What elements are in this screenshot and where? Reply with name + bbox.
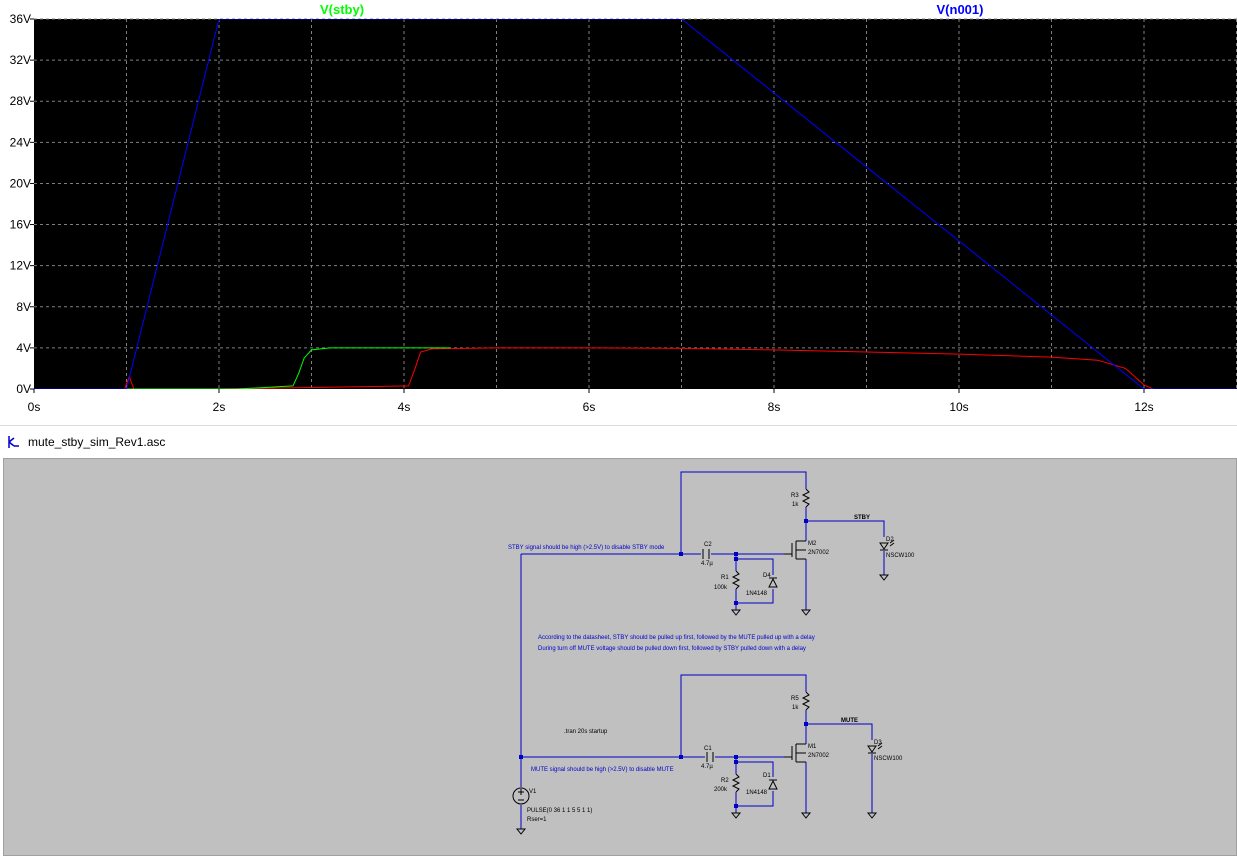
axis-ticks: 0V 4V 8V 12V 16V 20V 24V 28V 32V 36V 0s 2s 4s 6s 8s 10s… (10, 12, 1154, 414)
y-tick-label: 16V (10, 218, 31, 232)
label-d3-value: NSCW100 (874, 756, 903, 762)
trace-label-v-stby[interactable]: V(stby) (320, 2, 364, 17)
comment-stby: STBY signal should be high (>2.5V) to di… (508, 545, 665, 551)
led-d2 (879, 542, 889, 550)
label-r1: R1 (721, 575, 729, 581)
spice-directive: .tran 20s startup (564, 729, 608, 735)
label-r5: R5 (791, 696, 799, 702)
label-v1-value: PULSE(0 36 1 1 5 5 1 1) (527, 808, 592, 814)
components (512, 488, 895, 835)
label-c2-value: 4.7µ (701, 561, 713, 567)
label-d4-value: 1N4148 (746, 591, 768, 597)
label-v1: V1 (529, 789, 537, 795)
resistor-r3 (801, 488, 811, 508)
y-tick-label: 24V (10, 135, 31, 149)
waveform-plot[interactable]: 0V 4V 8V 12V 16V 20V 24V 28V 32V 36V 0s 2s 4s 6s 8s 10s… (0, 0, 1237, 415)
wires (520, 471, 885, 829)
schematic-titlebar[interactable]: mute_stby_sim_Rev1.asc (0, 426, 1237, 457)
plot-area[interactable] (34, 19, 1237, 389)
label-r2-value: 200k (714, 787, 728, 793)
ground-symbol (800, 609, 812, 616)
ground-symbol (866, 812, 878, 819)
label-r3-value: 1k (792, 502, 799, 508)
label-m2: M2 (808, 541, 817, 547)
label-c1: C1 (704, 746, 712, 752)
net-label-stby: STBY (854, 515, 870, 521)
label-c2: C2 (704, 542, 712, 548)
label-d1: D1 (763, 773, 771, 779)
waveform-plot-pane[interactable]: 0V 4V 8V 12V 16V 20V 24V 28V 32V 36V 0s 2s 4s 6s 8s 10s… (0, 0, 1237, 415)
pane-splitter[interactable] (0, 415, 1237, 426)
schematic-title: mute_stby_sim_Rev1.asc (28, 434, 166, 449)
ground-symbol (800, 812, 812, 819)
resistor-r5 (801, 691, 811, 711)
schematic-text: STBY signal should be high (>2.5V) to di… (508, 493, 915, 823)
label-d2-value: NSCW100 (886, 553, 915, 559)
comment-mute: MUTE signal should be high (>2.5V) to di… (531, 767, 674, 773)
schematic-window: mute_stby_sim_Rev1.asc (0, 426, 1237, 857)
label-c1-value: 4.7µ (701, 764, 713, 770)
ground-symbol (878, 574, 890, 581)
comment-note-1: According to the datasheet, STBY should … (538, 635, 815, 641)
label-d2: D2 (886, 537, 894, 543)
label-r3: R3 (791, 493, 799, 499)
y-tick-label: 28V (10, 94, 31, 108)
y-tick-label: 20V (10, 176, 31, 190)
schematic-drawing[interactable]: STBY signal should be high (>2.5V) to di… (4, 459, 1236, 855)
label-m1-value: 2N7002 (808, 753, 830, 759)
y-tick-label: 12V (10, 259, 31, 273)
schematic-icon (8, 435, 19, 448)
label-v1-rser: Rser=1 (527, 817, 547, 823)
label-d1-value: 1N4148 (746, 790, 768, 796)
ground-symbol (515, 828, 527, 835)
label-d4: D4 (763, 573, 771, 579)
diode-d1 (768, 779, 778, 790)
label-m2-value: 2N7002 (808, 550, 830, 556)
y-tick-label: 0V (16, 382, 31, 396)
led-d3 (867, 745, 877, 753)
diode-d4 (768, 577, 778, 588)
junctions (519, 519, 808, 808)
trace-v-stby (34, 347, 451, 389)
label-r2: R2 (721, 778, 729, 784)
comment-note-2: During turn off MUTE voltage should be p… (538, 646, 806, 652)
x-tick-label: 2s (213, 400, 226, 414)
y-tick-label: 4V (16, 341, 31, 355)
net-label-mute: MUTE (841, 718, 858, 724)
y-tick-label: 8V (16, 300, 31, 314)
y-tick-label: 36V (10, 12, 31, 26)
x-tick-label: 10s (949, 400, 968, 414)
resistor-r1 (731, 570, 741, 590)
x-tick-label: 12s (1134, 400, 1153, 414)
x-tick-label: 0s (28, 400, 41, 414)
ground-symbol (730, 609, 742, 616)
voltage-source-v1 (512, 787, 530, 805)
mosfet-m1 (784, 743, 806, 763)
x-tick-label: 8s (768, 400, 781, 414)
mosfet-m2 (784, 540, 806, 560)
trace-red (34, 347, 1237, 389)
label-r5-value: 1k (792, 705, 799, 711)
label-d3: D3 (874, 740, 882, 746)
trace-label-v-n001[interactable]: V(n001) (937, 2, 984, 17)
schematic-canvas[interactable]: STBY signal should be high (>2.5V) to di… (3, 458, 1237, 856)
y-tick-label: 32V (10, 53, 31, 67)
label-r1-value: 100k (714, 585, 728, 591)
resistor-r2 (731, 773, 741, 793)
x-tick-label: 6s (583, 400, 596, 414)
x-tick-label: 4s (398, 400, 411, 414)
traces (34, 19, 1237, 389)
ground-symbol (730, 812, 742, 819)
label-m1: M1 (808, 744, 817, 750)
